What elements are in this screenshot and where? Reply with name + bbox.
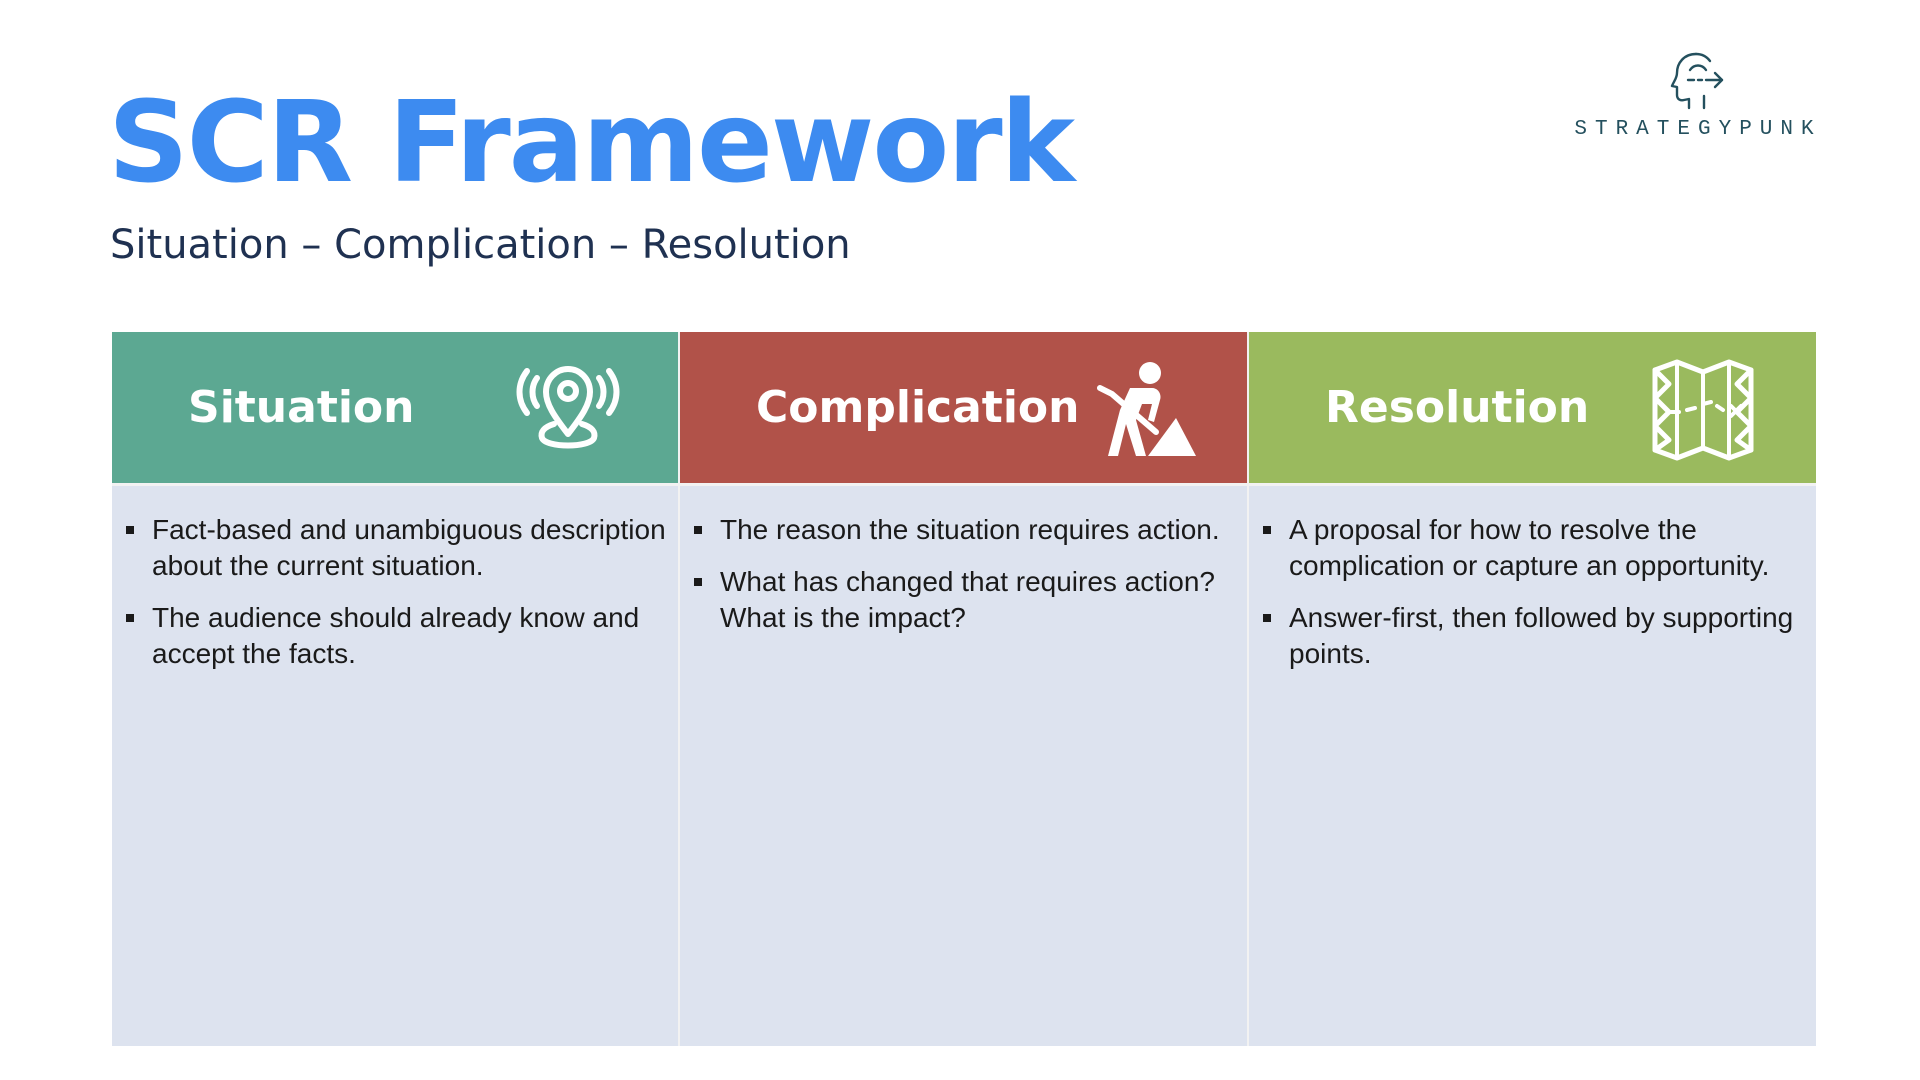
page-subtitle: Situation – Complication – Resolution — [110, 222, 851, 268]
location-pin-icon — [516, 366, 620, 449]
brand-name: STRATEGYPUNK — [1574, 118, 1822, 141]
complication-header: Complication — [680, 332, 1247, 486]
complication-body: The reason the situation requires action… — [680, 486, 1247, 1046]
resolution-body: A proposal for how to resolve the compli… — [1249, 486, 1816, 1046]
scr-framework-table: Situation Fact-based and unambiguous des… — [112, 332, 1816, 1046]
resolution-column: Resolution A proposal for how to resolve… — [1247, 332, 1816, 1046]
list-item: The audience should already know and acc… — [126, 600, 668, 672]
list-item: Fact-based and unambiguous description a… — [126, 512, 668, 584]
situation-title: Situation — [188, 382, 415, 433]
brand-logo: STRATEGYPUNK — [1548, 50, 1848, 160]
list-item: Answer-first, then followed by supportin… — [1263, 600, 1806, 672]
worker-digging-icon — [1097, 362, 1196, 456]
list-item: What has changed that requires action? W… — [694, 564, 1237, 636]
complication-column: Complication The reason the situation re… — [678, 332, 1247, 1046]
situation-body: Fact-based and unambiguous description a… — [112, 486, 678, 1046]
page-title: SCR Framework — [108, 78, 1075, 208]
situation-column: Situation Fact-based and unambiguous des… — [112, 332, 678, 1046]
complication-title: Complication — [756, 382, 1080, 433]
head-arrow-icon — [1670, 52, 1724, 110]
situation-header: Situation — [112, 332, 678, 486]
list-item: The reason the situation requires action… — [694, 512, 1237, 548]
resolution-title: Resolution — [1325, 382, 1590, 433]
list-item: A proposal for how to resolve the compli… — [1263, 512, 1806, 584]
treasure-map-icon — [1652, 359, 1754, 461]
resolution-header: Resolution — [1249, 332, 1816, 486]
